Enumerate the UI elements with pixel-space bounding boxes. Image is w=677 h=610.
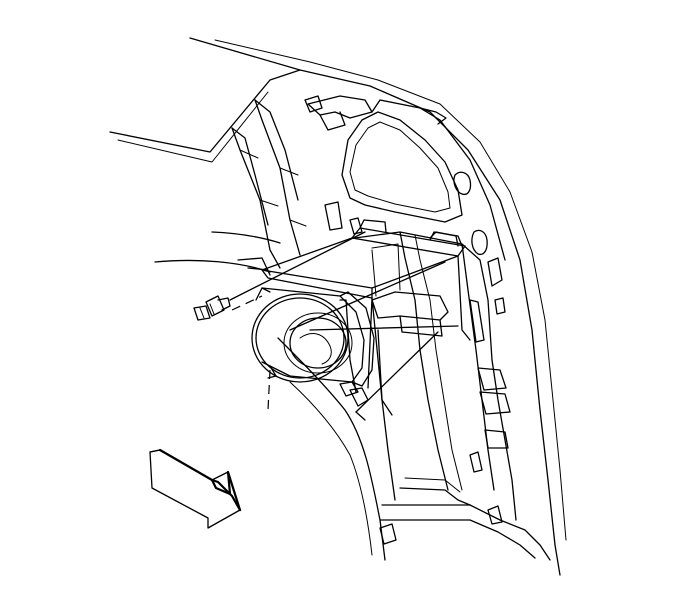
direction-arrow-icon [149,448,242,529]
panel-inner-frame [304,95,551,561]
mounting-bracket [261,219,471,416]
retaining-screw [193,295,231,321]
lamp-housing [251,287,375,397]
quarter-panel-body [109,37,567,576]
explode-lines [229,231,459,421]
